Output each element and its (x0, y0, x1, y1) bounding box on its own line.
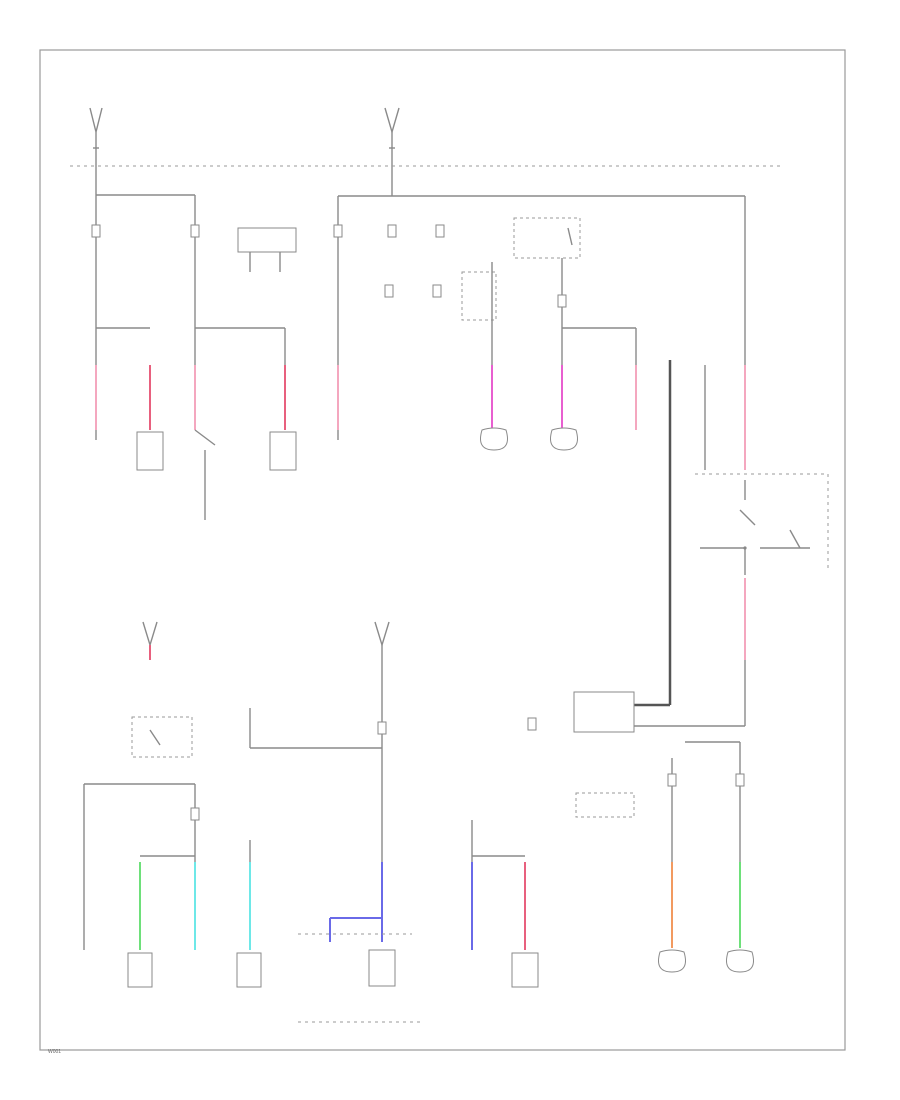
wire-load-6 (480, 365, 508, 451)
fuse-right-a (333, 224, 343, 238)
fuse-center-pair (384, 284, 442, 298)
headlight-switch (700, 480, 810, 575)
headlamp-relay (513, 217, 581, 259)
bus-right (337, 168, 746, 365)
fuse-relay-small (237, 227, 297, 272)
fuse-headlamp (557, 258, 637, 365)
wires-center-lower (471, 820, 539, 988)
dark-harness (633, 360, 672, 707)
diagram-border (39, 49, 846, 1051)
wire-right-switch (695, 365, 829, 570)
fuse-center-lower (527, 717, 537, 731)
page-code: W001 (48, 1049, 61, 1055)
power-source-left (89, 107, 103, 168)
bus-lower-left (83, 783, 200, 862)
fuse-right-c (435, 224, 445, 238)
fuse-right-b (387, 224, 397, 238)
daytime-running-module (461, 271, 497, 321)
wire-load-7 (550, 365, 578, 451)
wire-down-right (633, 578, 746, 727)
fuse-left-b (190, 224, 200, 238)
wire-load-2 (136, 365, 164, 471)
power-source-lower-center (249, 621, 420, 1023)
body-control-module (573, 691, 635, 733)
relay-lower-left (131, 716, 193, 758)
fuse-left-a (91, 224, 101, 238)
wire-load-3 (194, 365, 216, 520)
power-source-right (384, 107, 400, 168)
wires-lower-left (83, 840, 262, 988)
power-source-lower-left (142, 621, 158, 660)
bus-left (95, 168, 286, 365)
wire-load-4 (269, 365, 297, 471)
lower-right-bus (658, 741, 754, 973)
daytime-relay-module (575, 792, 635, 818)
